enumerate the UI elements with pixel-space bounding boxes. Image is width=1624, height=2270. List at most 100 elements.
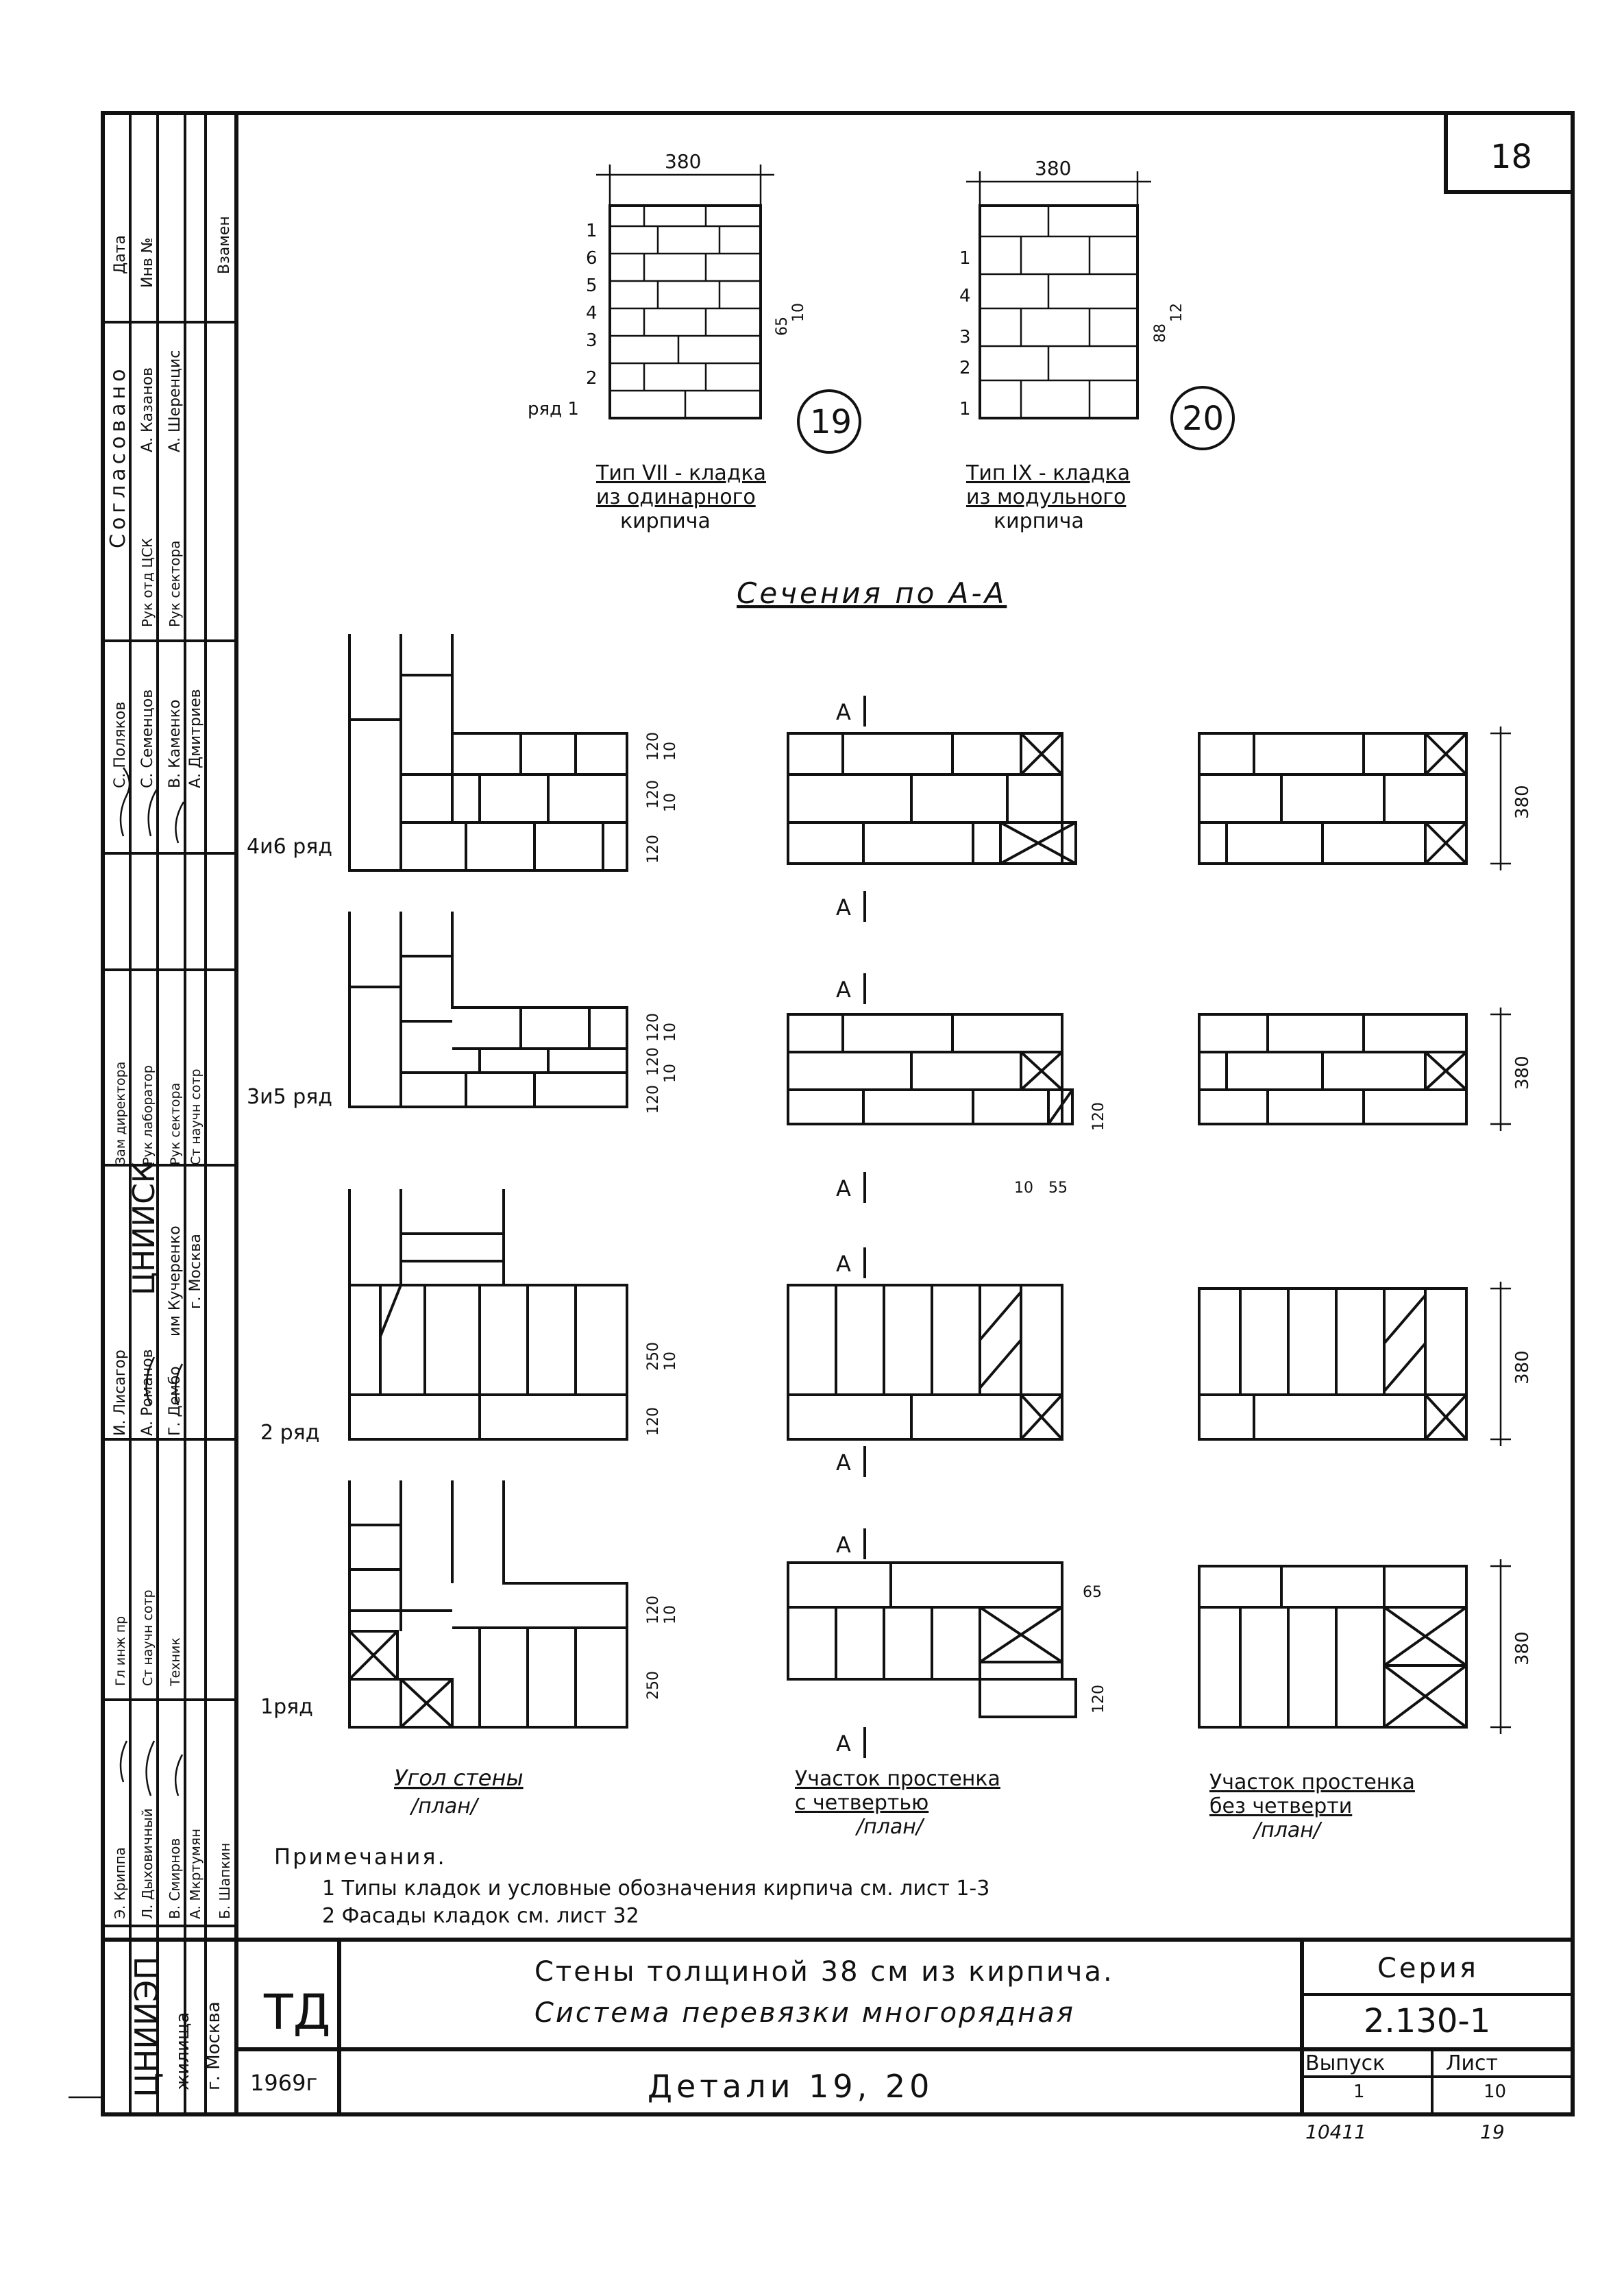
corner-plan-3-5 — [348, 912, 628, 1108]
stamp-name-0: А. Казанов — [139, 367, 156, 452]
caption-mid-3: /план/ — [854, 1815, 925, 1839]
sheet-label: Лист — [1446, 2051, 1498, 2075]
svg-text:120: 120 — [1090, 1102, 1107, 1131]
svg-text:10: 10 — [662, 1064, 679, 1083]
stamp-org-sub1: им Кучеренко — [167, 1225, 184, 1337]
detail-19: 380 1 6 5 4 3 2 ряд 1 65 10 19 Тип VII -… — [528, 150, 861, 533]
svg-text:4: 4 — [959, 286, 971, 306]
org-1: ЦНИИЭП — [128, 1956, 165, 2097]
detail-19-title-1: Тип VII - кладка — [595, 461, 766, 485]
svg-text:380: 380 — [1512, 785, 1533, 819]
signature-marks — [119, 767, 185, 1796]
detail-19-title-3: кирпича — [620, 509, 711, 533]
sheet-value: 10 — [1484, 2082, 1506, 2102]
caption-mid-2: с четвертью — [795, 1791, 928, 1815]
stamp-name-12: А. Мкртумян — [187, 1829, 204, 1919]
stamp-role-2: Зам директора — [113, 1062, 128, 1165]
svg-text:5: 5 — [586, 276, 598, 296]
svg-text:120: 120 — [645, 1085, 662, 1114]
svg-text:120: 120 — [645, 1047, 662, 1076]
note-1: 1 Типы кладок и условные обозначения кир… — [322, 1877, 989, 1901]
svg-text:А: А — [836, 1731, 851, 1757]
svg-text:120: 120 — [1090, 1685, 1107, 1713]
svg-text:55: 55 — [1048, 1180, 1068, 1197]
detail-20-title-1: Тип IX - кладка — [965, 461, 1130, 485]
stamp-org: ЦНИИСК — [127, 1162, 162, 1295]
row-label-4-6: 4и6 ряд — [247, 835, 332, 859]
svg-text:65: 65 — [774, 317, 791, 336]
stamp-role-5: Ст научн сотр — [188, 1069, 204, 1165]
detail-19-marker — [797, 389, 861, 454]
sheet-number-box — [1444, 111, 1575, 194]
svg-text:3: 3 — [586, 330, 598, 351]
stamp-role-4: Рук сектора — [168, 1083, 183, 1165]
stamp-name-8: Г. Дембо — [167, 1366, 184, 1436]
caption-right-3: /план/ — [1252, 1818, 1322, 1842]
detail-20-number: 20 — [1182, 400, 1224, 438]
subtitle: Детали 19, 20 — [648, 2068, 933, 2105]
issue-label: Выпуск — [1305, 2051, 1385, 2075]
svg-text:88: 88 — [1152, 324, 1169, 343]
svg-text:10: 10 — [662, 742, 679, 761]
stamp-name-5: А. Дмитриев — [187, 689, 204, 788]
stamp-name-2: С. Поляков — [112, 702, 129, 788]
svg-text:1: 1 — [586, 221, 598, 241]
sheet-frame — [101, 111, 1575, 2116]
stamp-org-sub2: г. Москва — [187, 1234, 204, 1309]
stamp-role-3: Рук лаборатор — [140, 1065, 156, 1165]
stamp-name-7: А. Романов — [139, 1349, 156, 1436]
detail-20-title-3: кирпича — [994, 509, 1084, 533]
caption-corner-2: /план/ — [409, 1794, 480, 1818]
svg-text:2: 2 — [586, 368, 598, 389]
issue-value: 1 — [1353, 2082, 1365, 2102]
svg-text:10: 10 — [662, 793, 679, 812]
detail-20: 380 1 4 3 2 1 88 12 20 Тип IX - кладка и… — [959, 157, 1235, 533]
stamp-role-7: Ст научн сотр — [140, 1589, 156, 1686]
stamp-name-13: Б. Шапкин — [217, 1843, 233, 1919]
svg-text:10: 10 — [662, 1352, 679, 1371]
svg-text:380: 380 — [1512, 1055, 1533, 1090]
svg-text:12: 12 — [1168, 303, 1185, 322]
svg-text:10: 10 — [662, 1605, 679, 1624]
stamp-agreed: Согласовано — [106, 365, 130, 548]
right-plans: 380 380 380 380 — [1198, 727, 1533, 1734]
stamp-role-0: Рук отд ЦСК — [139, 538, 156, 627]
svg-text:ряд 1: ряд 1 — [528, 399, 579, 419]
side-stamp: Дата Инв № Взамен Согласовано А. Казанов… — [103, 113, 236, 2114]
stamp-name-9: Э. Криппа — [112, 1847, 128, 1919]
title-line-2: Система перевязки многорядная — [534, 1997, 1075, 2029]
row-label-2: 2 ряд — [260, 1421, 319, 1445]
stamp-name-4: В. Каменко — [167, 700, 184, 788]
series-value: 2.130-1 — [1364, 2002, 1490, 2040]
sheet-number: 18 — [1490, 138, 1532, 176]
title-block: ЦНИИЭП жилища г. Москва ТД 1969г Стены т… — [103, 1938, 1573, 2143]
title-line-1: Стены толщиной 38 см из кирпича. — [534, 1956, 1114, 1988]
svg-text:А: А — [836, 1175, 851, 1201]
series-label: Серия — [1377, 1953, 1479, 1984]
svg-text:120: 120 — [645, 1013, 662, 1042]
detail-20-marker — [1170, 386, 1235, 450]
year: 1969г — [250, 2070, 317, 2096]
svg-text:120: 120 — [645, 780, 662, 809]
svg-text:А: А — [836, 1532, 851, 1558]
svg-text:10: 10 — [662, 1023, 679, 1042]
svg-text:А: А — [836, 1251, 851, 1277]
svg-text:380: 380 — [1512, 1631, 1533, 1665]
corner-plan-4-6 — [348, 634, 628, 872]
svg-text:380: 380 — [1512, 1350, 1533, 1384]
caption-right-2: без четверти — [1209, 1794, 1352, 1818]
svg-text:6: 6 — [586, 248, 598, 269]
stamp-name-1: А. Шеренцис — [167, 350, 184, 452]
caption-corner-1: Угол стены — [394, 1765, 524, 1791]
stamp-role-6: Гл инж пр — [113, 1616, 128, 1686]
detail-19-title-2: из одинарного — [596, 485, 756, 509]
section-title: Сечения по А-А — [737, 576, 1007, 610]
svg-text:А: А — [836, 1450, 851, 1476]
corner-plan-2 — [348, 1189, 628, 1441]
svg-text:А: А — [836, 699, 851, 725]
svg-text:250: 250 — [645, 1671, 662, 1700]
svg-text:10: 10 — [790, 303, 807, 322]
org-3: г. Москва — [204, 2001, 224, 2090]
stamp-role-8: Техник — [168, 1637, 183, 1687]
